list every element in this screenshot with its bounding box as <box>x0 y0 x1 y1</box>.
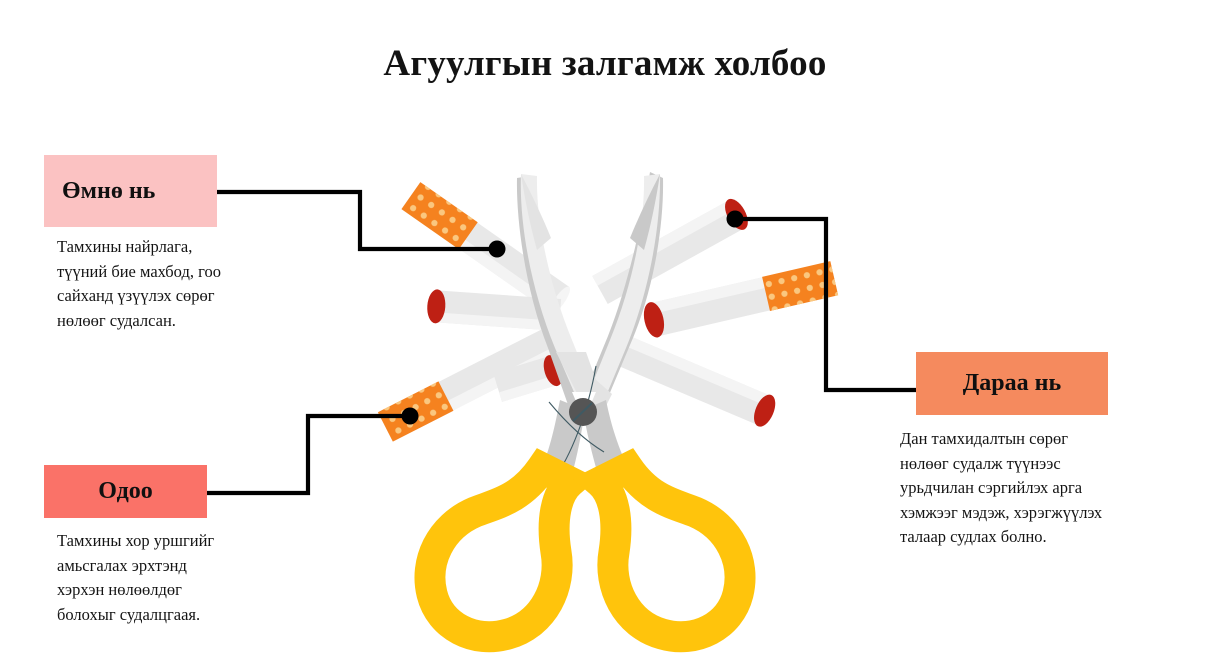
cigarette-upper-left <box>401 182 571 314</box>
callout-after-body: Дан тамхидалтын сөрөг нөлөөг судалж түүн… <box>900 429 1103 546</box>
cigarette-mid-right <box>643 261 839 338</box>
cigarette-upper-right <box>592 198 748 304</box>
scissors <box>414 172 756 653</box>
cigarette-lower-left <box>377 322 571 442</box>
callout-before-chip[interactable]: Өмнө нь <box>44 155 217 227</box>
callout-after: Дараа нь Дан тамхидалтын сөрөг нөлөөг су… <box>900 352 1190 550</box>
callout-after-chip[interactable]: Дараа нь <box>916 352 1108 415</box>
callout-now-chip[interactable]: Одоо <box>44 465 207 518</box>
callout-now: Одоо Тамхины хор уршгийг амьсгалах эрхтэ… <box>44 465 307 627</box>
cigarette-stub-left <box>493 355 563 402</box>
cigarette-lower-right <box>603 330 776 427</box>
cigarette-mid-left <box>427 289 562 331</box>
callout-before-body: Тамхины найрлага, түүний бие махбод, гоо… <box>57 237 221 330</box>
connector-after <box>726 210 916 393</box>
callout-before: Өмнө нь Тамхины найрлага, түүний бие мах… <box>44 155 307 333</box>
callout-now-body: Тамхины хор уршгийг амьсгалах эрхтэнд хэ… <box>57 531 215 624</box>
page-title: Агуулгын залгамж холбоо <box>383 43 827 84</box>
